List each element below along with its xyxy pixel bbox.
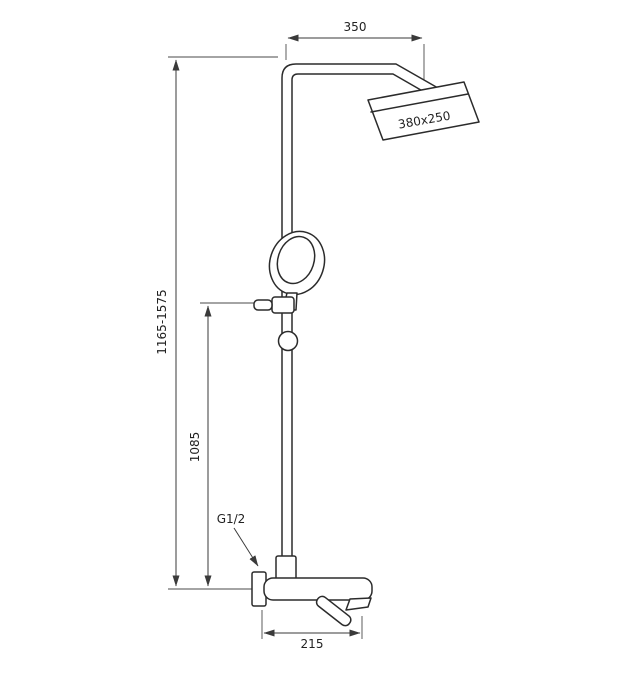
callout-thread: G1/2: [217, 512, 259, 567]
dim-riser-height-label: 1085: [188, 432, 202, 463]
hand-shower-holder: [253, 296, 295, 314]
dim-top-width: 350: [285, 20, 425, 80]
riser-pipe: [281, 63, 439, 573]
dim-overall-height: 1165-1575: [155, 56, 278, 590]
hand-shower: [268, 230, 326, 311]
spout-nozzle: [345, 597, 372, 611]
holder-knob: [253, 299, 273, 311]
dim-top-width-label: 350: [344, 20, 367, 34]
mixer-handle: [315, 595, 352, 627]
dim-riser-height: 1085: [188, 302, 260, 587]
thread-label: G1/2: [217, 512, 246, 526]
slider-ring: [277, 330, 299, 352]
riser-connector: [275, 555, 297, 581]
dim-overall-height-label: 1165-1575: [155, 289, 169, 354]
dim-spout-projection-label: 215: [301, 637, 324, 651]
shower-head: 380x250: [367, 81, 480, 141]
mixer-body: [263, 577, 373, 601]
dim-spout-projection: 215: [261, 610, 363, 651]
mixer: [251, 555, 373, 627]
